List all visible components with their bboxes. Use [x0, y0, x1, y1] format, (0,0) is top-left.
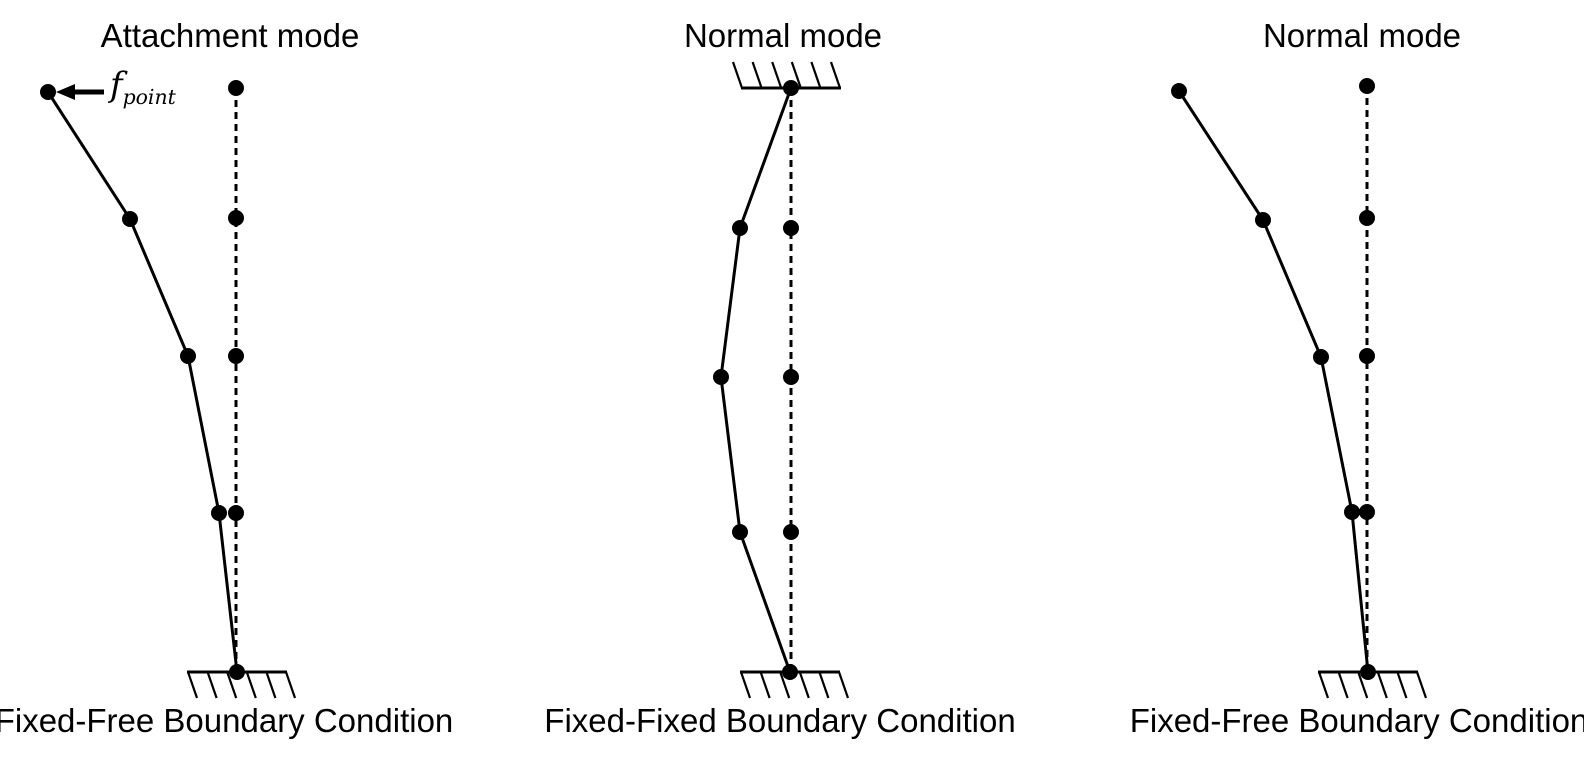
fixed-support-hatch-stroke: [818, 671, 830, 699]
panel-title-attachment-mode: Attachment mode: [100, 17, 360, 54]
fixed-support-hatch-stroke: [1317, 671, 1330, 699]
fixed-support-hatch-stroke: [284, 671, 297, 699]
node-dot: [783, 220, 799, 236]
fixed-support-hatch-stroke: [771, 61, 783, 89]
node-dot: [180, 348, 196, 364]
node-dot: [1313, 349, 1329, 365]
node-dot: [1171, 83, 1187, 99]
fixed-support-hatch-stroke: [186, 671, 199, 699]
caption-fixed-free-left: Fixed-Free Boundary Condition: [0, 702, 454, 739]
fixed-support-hatch-stroke: [1396, 671, 1408, 699]
node-dot: [228, 505, 244, 521]
fixed-support-hatch-stroke: [1337, 671, 1349, 699]
fixed-support-hatch-stroke: [739, 671, 752, 699]
fixed-support-hatch-stroke: [790, 61, 802, 89]
node-dot: [228, 348, 244, 364]
fixed-support-hatch-stroke: [245, 671, 257, 699]
node-dot: [1359, 504, 1375, 520]
fixed-support-hatch-stroke: [1376, 671, 1388, 699]
caption-fixed-free-right: Fixed-Free Boundary Condition: [1129, 702, 1584, 739]
node-dot: [228, 80, 244, 96]
panel-title-normal-mode-right: Normal mode: [1262, 17, 1462, 54]
node-dot: [1255, 212, 1271, 228]
fixed-support-hatch-stroke: [779, 671, 791, 699]
node-dot: [1344, 504, 1360, 520]
mode-shape-polyline: [719, 87, 793, 673]
fixed-support-hatch-stroke: [1357, 671, 1369, 699]
fixed-support-hatch-stroke: [837, 671, 850, 699]
mode-shape-polyline: [1177, 90, 1370, 673]
node-dot: [1359, 210, 1375, 226]
fixed-support-hatch-stroke: [731, 61, 744, 89]
node-dot: [732, 524, 748, 540]
node-dot: [211, 505, 227, 521]
fixed-support-hatch-stroke: [798, 671, 810, 699]
node-dot: [782, 664, 798, 680]
force-subscript: point: [122, 84, 176, 109]
fixed-support-hatch-stroke: [829, 61, 842, 89]
force-point-label: fpoint: [110, 65, 176, 107]
node-dot: [783, 524, 799, 540]
fixed-support-hatch-stroke: [1415, 671, 1428, 699]
caption-fixed-fixed-middle: Fixed-Fixed Boundary Condition: [544, 702, 1016, 739]
mode-shape-polyline: [46, 91, 239, 673]
node-dot: [783, 80, 799, 96]
fixed-support-hatch-stroke: [206, 671, 218, 699]
node-dot: [122, 211, 138, 227]
node-dot: [713, 369, 729, 385]
force-symbol: f: [110, 65, 123, 105]
fixed-support-hatch-stroke: [810, 61, 822, 89]
node-dot: [732, 220, 748, 236]
node-dot: [229, 664, 245, 680]
node-dot: [1359, 348, 1375, 364]
node-dot: [1360, 664, 1376, 680]
fixed-support-hatch-stroke: [751, 61, 763, 89]
panel-title-normal-mode-middle: Normal mode: [683, 17, 883, 54]
node-dot: [228, 210, 244, 226]
fixed-support-hatch-stroke: [226, 671, 238, 699]
fixed-support-hatch-stroke: [265, 671, 277, 699]
node-dot: [783, 369, 799, 385]
fixed-support-hatch-stroke: [759, 671, 771, 699]
node-dot: [40, 84, 56, 100]
force-arrow-head: [56, 84, 75, 100]
node-dot: [1359, 78, 1375, 94]
